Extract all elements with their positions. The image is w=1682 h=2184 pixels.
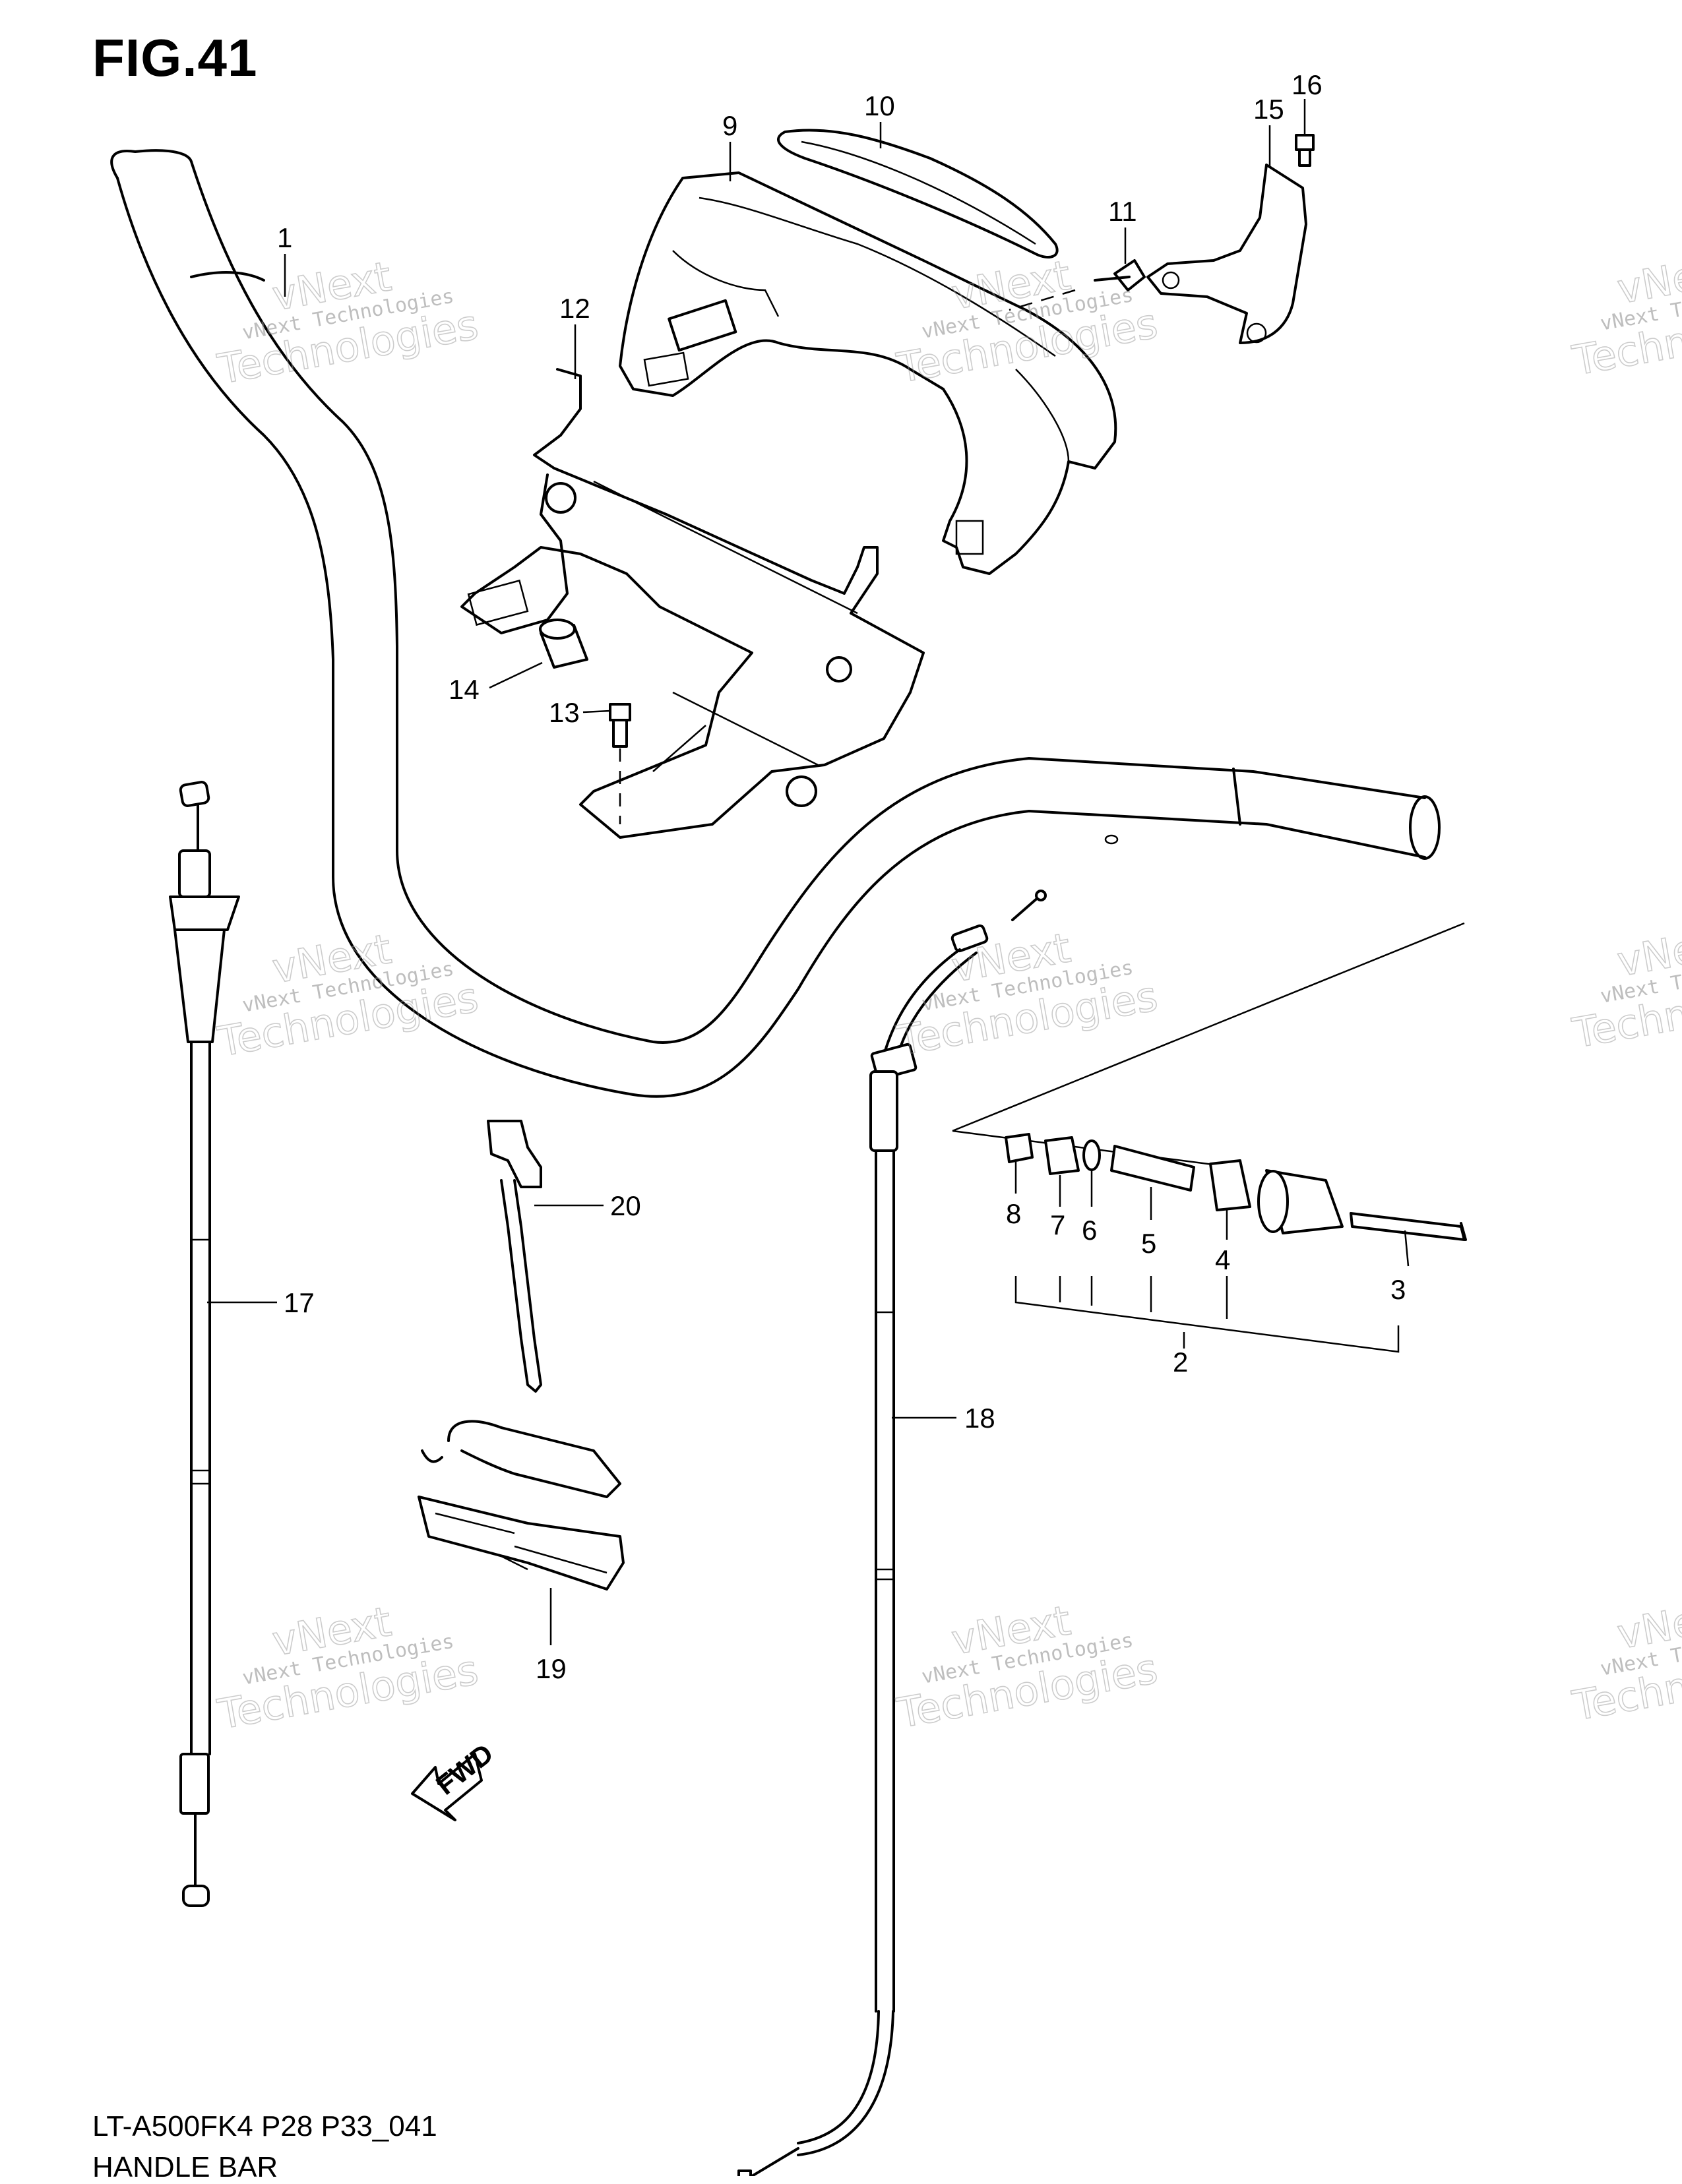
handlebar: [110, 149, 1441, 1098]
watermark-bottom-center: vNext vNext Technologies Technologies: [892, 1596, 1161, 1738]
callout-numbers: 1 2 3 4 5 6 7 8 9 10 11 12 13 14 15 16 1…: [277, 69, 1406, 1684]
callout-11: 11: [1108, 196, 1137, 227]
callout-19: 19: [536, 1653, 567, 1684]
cable-tie-20: [487, 1120, 542, 1393]
callout-5: 5: [1141, 1228, 1156, 1259]
callout-8: 8: [1006, 1198, 1021, 1229]
leader-lines: [207, 99, 1410, 1645]
callout-6: 6: [1082, 1215, 1097, 1246]
callout-7: 7: [1050, 1209, 1065, 1240]
model-code: LT-A500FK4 P28 P33_041: [92, 2110, 437, 2142]
callout-13: 13: [549, 697, 580, 728]
callout-15: 15: [1253, 94, 1284, 125]
meter-visor: [777, 129, 1059, 258]
throttle-cable: [169, 781, 240, 1907]
watermark-top-right: vNext vNext Technologies Technologies: [1568, 245, 1682, 385]
watermark-bottom-right: vNext vNext Technologies Technologies: [1568, 1590, 1682, 1730]
watermark-mid-right: vNext vNext Technologies Technologies: [1568, 917, 1682, 1058]
callout-1: 1: [277, 222, 292, 253]
screw-11: [1009, 259, 1146, 311]
cable-holder-19: [418, 1420, 625, 1591]
callout-9: 9: [722, 110, 737, 141]
meter-cover: [619, 171, 1117, 575]
callout-12: 12: [559, 293, 590, 324]
figure-title: FIG.41: [92, 28, 258, 87]
brake-cable: [737, 890, 1047, 2176]
callout-17: 17: [284, 1287, 315, 1318]
callout-14: 14: [449, 674, 480, 705]
bolt-16: [1295, 134, 1315, 167]
watermark-mid-center: vNext vNext Technologies Technologies: [892, 923, 1161, 1066]
callout-10: 10: [864, 90, 895, 121]
callout-16: 16: [1292, 69, 1323, 100]
collar-14: [539, 619, 588, 669]
callout-2: 2: [1173, 1347, 1188, 1378]
callout-18: 18: [964, 1403, 995, 1434]
watermark-mid-left: vNext vNext Technologies Technologies: [214, 924, 482, 1066]
bolt-13: [609, 703, 631, 824]
watermark-bottom-left: vNext vNext Technologies Technologies: [214, 1596, 482, 1739]
callout-3: 3: [1390, 1274, 1406, 1305]
callout-4: 4: [1215, 1244, 1230, 1275]
watermark-top-left: vNext vNext Technologies Technologies: [214, 251, 482, 394]
meter-bracket: [460, 368, 925, 839]
fwd-arrow-icon: FWD: [411, 1738, 499, 1821]
balancer-assembly: [952, 922, 1467, 1241]
callout-20: 20: [610, 1190, 641, 1221]
meter-stay-15: [1146, 164, 1307, 344]
section-name: HANDLE BAR: [92, 2151, 278, 2183]
